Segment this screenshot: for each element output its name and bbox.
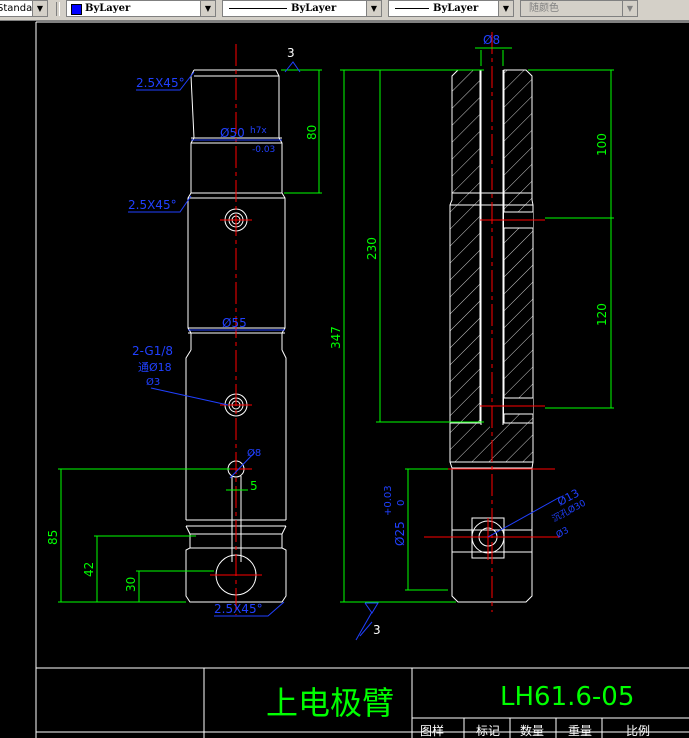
hole-8-label: Ø8 [247, 447, 261, 459]
lineweight-preview-icon [395, 8, 429, 9]
chevron-down-icon[interactable]: ▼ [366, 1, 381, 16]
tolerance-lower-25-label: 0 [396, 500, 407, 506]
header-drawing: 图样 [420, 723, 444, 738]
chevron-down-icon[interactable]: ▼ [32, 1, 47, 16]
thread-g18-label: 2-G1/8 [132, 344, 173, 358]
text-style-value: Standard [0, 3, 43, 14]
through-hole-label: 通Ø18 [138, 361, 172, 374]
plotstyle-control-dropdown[interactable]: 随颜色 ▼ [520, 0, 638, 17]
header-scale: 比例 [626, 724, 650, 738]
plotstyle-control-value: 随颜色 [529, 3, 559, 14]
chamfer-mid-label: 2.5X45° [128, 198, 177, 212]
chamfer-bottom-label: 2.5X45° [214, 602, 263, 616]
dia8-label: Ø8 [483, 33, 500, 47]
section-view-centerlines [424, 32, 560, 612]
properties-toolbar: Standard ▼ ByLayer ▼ ByLayer ▼ ByLayer ▼… [0, 0, 689, 21]
lineweight-control-value: ByLayer [433, 3, 479, 14]
dia25-label: Ø25 [393, 521, 407, 546]
header-weight: 重量 [568, 724, 592, 738]
length-347-label: 347 [329, 326, 343, 349]
linetype-control-dropdown[interactable]: ByLayer ▼ [222, 0, 382, 17]
dia50-label: Ø50 [220, 126, 245, 140]
color-control-value: ByLayer [85, 3, 131, 14]
tolerance-upper-25-label: +0.03 [383, 485, 394, 516]
lineweight-control-dropdown[interactable]: ByLayer ▼ [388, 0, 514, 17]
depth-label: Ø3 [146, 376, 160, 388]
dia55-label: Ø55 [222, 316, 247, 330]
length-100-label: 100 [595, 133, 609, 156]
length-85-label: 85 [46, 530, 60, 545]
counterbore-depth-label: Ø3 [554, 525, 570, 541]
chamfer-top-label: 2.5X45° [136, 76, 185, 90]
drawing-number: LH61.6-05 [500, 682, 634, 712]
chevron-down-icon[interactable]: ▼ [498, 1, 513, 16]
text-style-dropdown[interactable]: Standard ▼ [0, 0, 48, 17]
length-30-label: 30 [124, 577, 138, 592]
length-80-label: 80 [305, 125, 319, 140]
drawing-frame [35, 21, 689, 738]
color-swatch [71, 4, 82, 15]
header-quantity: 数量 [520, 723, 544, 738]
tolerance-lower-label: -0.03 [252, 145, 275, 155]
tolerance-upper-label: h7x [250, 126, 267, 136]
bottom-roughness-label: 3 [373, 623, 381, 637]
length-42-label: 42 [82, 562, 96, 577]
slot-5-label: 5 [250, 479, 258, 493]
linetype-control-value: ByLayer [291, 3, 337, 14]
front-view-annotation-lines [128, 61, 301, 617]
section-view-dimension-lines [340, 47, 614, 603]
length-120-label: 120 [595, 303, 609, 326]
length-230-label: 230 [365, 237, 379, 260]
roughness-label: 3 [287, 46, 295, 60]
title-block [36, 667, 689, 738]
chevron-down-icon[interactable]: ▼ [200, 1, 215, 16]
linetype-preview-icon [229, 8, 287, 9]
part-name: 上电极臂 [266, 684, 394, 722]
color-control-dropdown[interactable]: ByLayer ▼ [66, 0, 216, 17]
section-view-annotation-lines [355, 496, 561, 641]
drawing-canvas[interactable]: 2.5X45° 3 Ø50 h7x -0.03 80 2.5X45° Ø55 2… [0, 20, 689, 738]
front-view-dimension-lines [58, 69, 322, 603]
toolbar-separator [56, 2, 60, 16]
header-mark: 标记 [476, 724, 500, 738]
chevron-down-icon[interactable]: ▼ [622, 1, 637, 16]
